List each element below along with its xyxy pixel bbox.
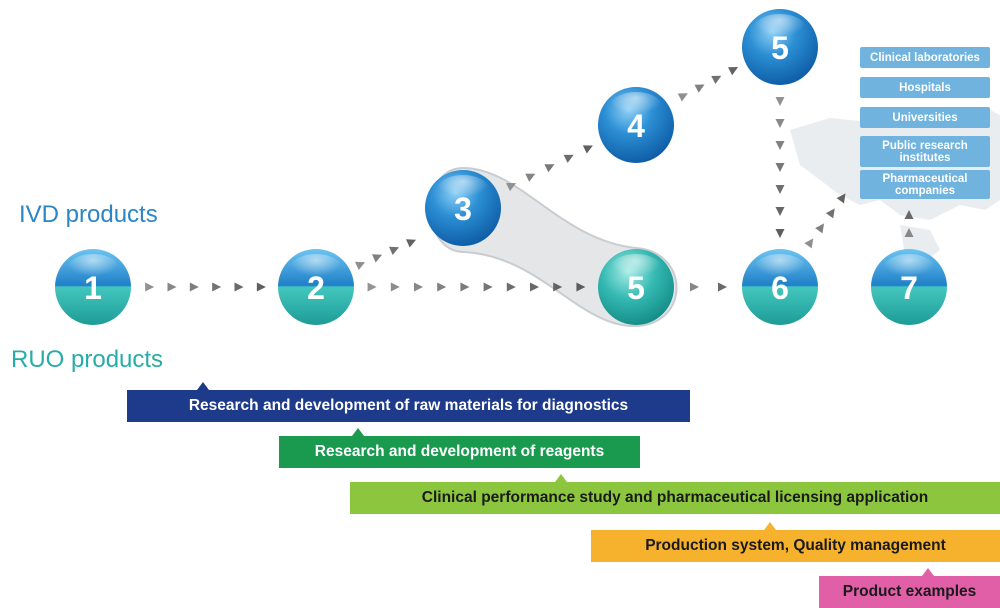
- stage-production-quality: Production system, Quality management: [591, 522, 1000, 562]
- node-5-top-highlight: [753, 13, 807, 46]
- arrow-chevron-f-1: [775, 119, 785, 128]
- destination-pharmaceutical-companies: Pharmaceutical companies: [860, 170, 990, 199]
- node-5-top-number: 5: [771, 30, 789, 66]
- node-1: 1: [55, 249, 131, 325]
- stage-reagents-rnd-label: Research and development of reagents: [314, 443, 605, 460]
- arrow-chevron-d-4: [582, 145, 593, 154]
- destination-hospitals: Hospitals: [860, 77, 990, 98]
- node-5-bottom-number: 5: [627, 270, 645, 306]
- node-4-highlight: [609, 91, 663, 124]
- arrow-chevron-f-4: [775, 185, 785, 194]
- arrow-chevron-e-1: [694, 84, 705, 93]
- arrow-chevron-b-4: [460, 282, 470, 292]
- ruo-products-label: RUO products: [11, 346, 164, 373]
- arrow-chevron-b-8: [553, 282, 563, 292]
- destination-public-research-institutes: Public research institutes: [860, 136, 990, 167]
- destination-universities: Universities: [860, 107, 990, 128]
- node-6: 6: [742, 249, 818, 325]
- node-5-bottom-highlight: [609, 253, 663, 286]
- node-3: 3: [425, 170, 501, 246]
- arrow-chevron-f-6: [775, 229, 785, 238]
- stage-raw-materials-rnd-label: Research and development of raw material…: [188, 397, 629, 414]
- arrow-chevron-h-1: [815, 223, 825, 234]
- arrow-chevron-f-5: [775, 207, 785, 216]
- node-5-top: 5: [742, 9, 818, 85]
- arrow-chevron-b-0: [367, 282, 377, 292]
- process-nodes: 1 2 3 4 5 5 6 7: [55, 9, 947, 325]
- arrow-chevron-f-2: [775, 141, 785, 150]
- arrow-chevron-c-1: [372, 254, 383, 263]
- arrow-chevron-h-0: [804, 238, 814, 249]
- node-4-number: 4: [627, 108, 645, 144]
- node-1-highlight: [66, 253, 120, 286]
- ivd-products-label: IVD products: [19, 201, 158, 228]
- arrow-chevron-h-3: [836, 193, 846, 204]
- arrow-chevron-i-0: [904, 228, 914, 237]
- arrow-chevron-b-2: [414, 282, 423, 292]
- stage-production-quality-label: Production system, Quality management: [645, 537, 946, 554]
- arrow-chevron-b-1: [390, 282, 400, 292]
- arrow-chevron-a-1: [167, 282, 177, 292]
- arrow-chevron-a-2: [189, 282, 199, 292]
- node-7-number: 7: [900, 270, 918, 306]
- node-2-number: 2: [307, 270, 325, 306]
- arrow-chevron-a-3: [212, 282, 222, 292]
- destination-clinical-laboratories: Clinical laboratories: [860, 47, 990, 68]
- node-6-number: 6: [771, 270, 789, 306]
- node-4: 4: [598, 87, 674, 163]
- node-2: 2: [278, 249, 354, 325]
- arrow-chevron-e-3: [727, 67, 739, 76]
- arrow-chevron-e-2: [711, 75, 722, 84]
- stage-clinical-study: Clinical performance study and pharmaceu…: [350, 474, 1000, 514]
- node-1-number: 1: [84, 270, 102, 306]
- arrow-chevron-b-7: [530, 282, 539, 292]
- arrow-chevron-a-0: [145, 282, 155, 292]
- stage-product-examples-label: Product examples: [842, 583, 977, 600]
- arrow-chevron-g-0: [690, 282, 699, 292]
- arrow-chevron-c-3: [406, 239, 417, 248]
- arrow-chevron-c-0: [355, 261, 366, 270]
- arrow-chevron-f-3: [775, 163, 785, 172]
- stage-product-examples: Product examples: [819, 568, 1000, 608]
- arrow-chevron-f-0: [775, 97, 785, 106]
- arrow-chevron-c-2: [389, 246, 400, 255]
- node-5-bottom: 5: [598, 249, 674, 325]
- arrow-chevron-a-5: [256, 282, 266, 292]
- arrow-chevron-d-3: [563, 154, 574, 163]
- arrow-chevron-g-1: [718, 282, 727, 292]
- node-7-highlight: [882, 253, 936, 286]
- arrow-chevron-b-3: [437, 282, 447, 292]
- arrow-chevron-b-9: [576, 282, 586, 292]
- arrow-chevron-d-0: [506, 183, 517, 192]
- node-6-highlight: [753, 253, 807, 286]
- arrow-chevron-e-0: [677, 93, 688, 102]
- node-3-highlight: [436, 174, 490, 207]
- stage-raw-materials-rnd: Research and development of raw material…: [127, 382, 690, 422]
- node-3-number: 3: [454, 191, 472, 227]
- arrow-chevron-b-5: [483, 282, 493, 292]
- node-7: 7: [871, 249, 947, 325]
- arrow-chevron-d-2: [544, 164, 555, 173]
- arrow-chevron-b-6: [506, 282, 516, 292]
- arrow-chevron-h-2: [825, 208, 835, 219]
- stage-reagents-rnd: Research and development of reagents: [279, 428, 640, 468]
- arrow-chevron-d-1: [525, 173, 536, 182]
- stage-clinical-study-label: Clinical performance study and pharmaceu…: [421, 489, 929, 506]
- arrow-chevron-i-1: [904, 210, 914, 219]
- arrow-chevron-a-4: [234, 282, 244, 292]
- arrow-connectors: [145, 67, 914, 292]
- node-2-highlight: [289, 253, 343, 286]
